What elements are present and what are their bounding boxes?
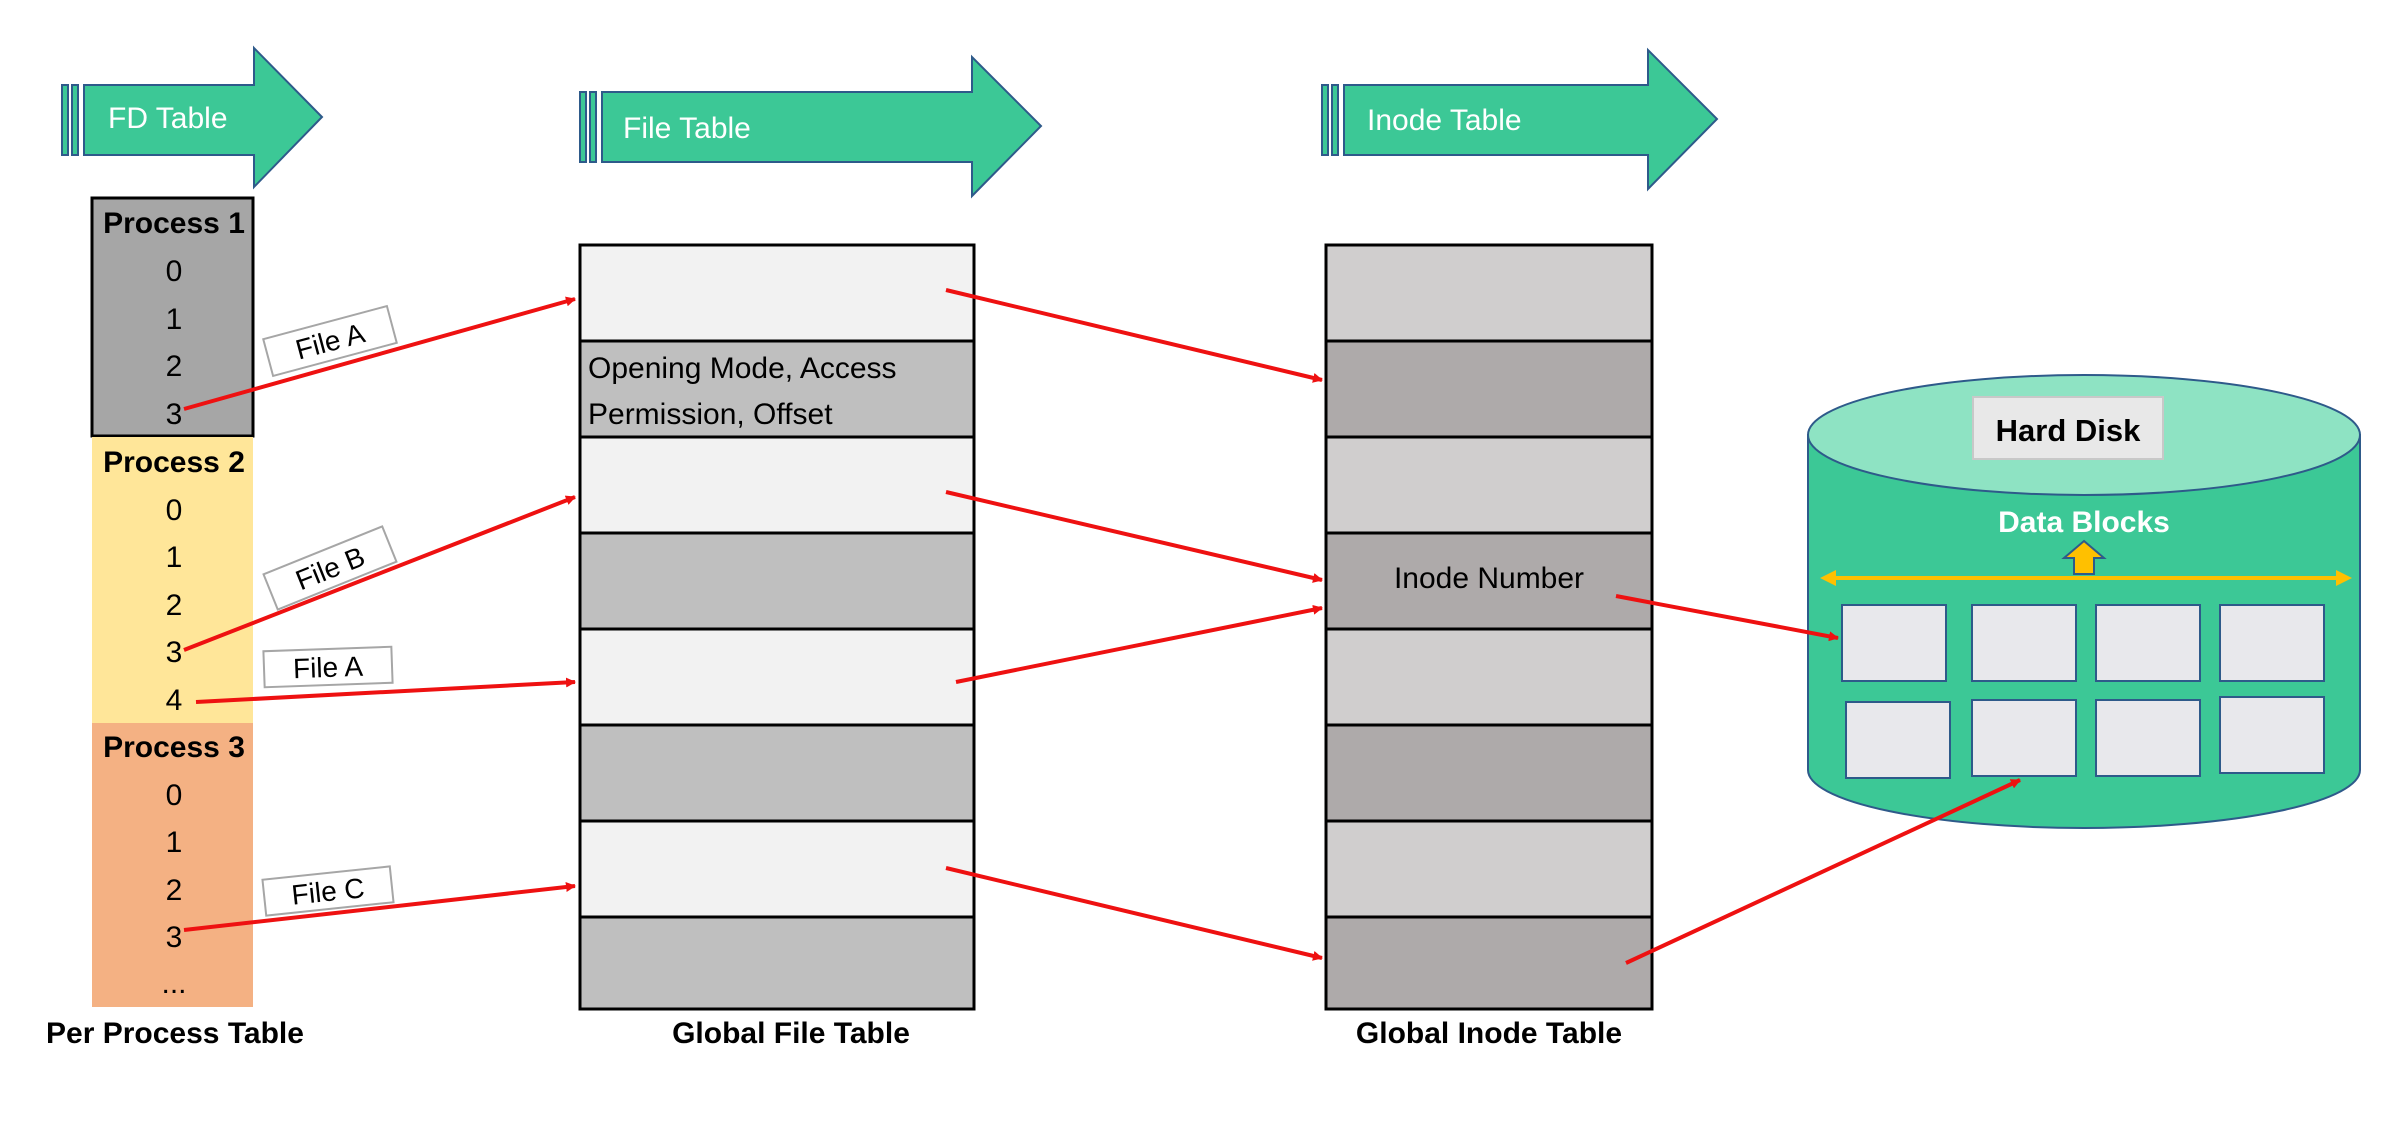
inode-table-entry: [1324, 339, 1654, 439]
data-block: [2219, 696, 2325, 774]
arrow-file-to-inode-4: [945, 866, 1323, 961]
process-2-fd-4: 4: [166, 684, 183, 717]
process-3-fd-3: 3: [166, 921, 183, 954]
process-1-fd-1: 1: [166, 303, 183, 336]
inode-table-entry: [1324, 435, 1654, 535]
file-table-entry: [578, 531, 976, 631]
process-2-fd-3: 3: [166, 636, 183, 669]
process-1-title: Process 1: [103, 207, 245, 240]
arrow-inode-to-data-block-2: [1625, 778, 2021, 965]
fd-table-banner-label: FD Table: [108, 102, 228, 135]
process-3-fd-0: 0: [166, 779, 183, 812]
file-table-entry: [578, 915, 976, 1011]
inode-table-entry: [1324, 819, 1654, 919]
arrow-p1-fd3-to-file-entry: [183, 296, 576, 411]
process-3-fd-more: ...: [161, 967, 186, 1000]
process-2-block: Process 2 0 1 2 3 4: [92, 437, 253, 723]
arrow-p3-fd3-to-file-entry: [183, 882, 576, 932]
data-block: [1845, 701, 1951, 779]
process-3-fd-1: 1: [166, 826, 183, 859]
process-2-fd-0: 0: [166, 494, 183, 527]
file-label-c: File C: [261, 865, 395, 917]
process-1-block: Process 1 0 1 2 3: [90, 196, 255, 438]
inode-table-entry: [1324, 915, 1654, 1011]
inode-number-label: Inode Number: [1394, 562, 1584, 595]
process-2-title: Process 2: [103, 446, 245, 479]
process-1-fd-3: 3: [166, 398, 183, 431]
arrow-p2-fd4-to-file-entry: [195, 677, 576, 704]
file-table-entry: [578, 339, 976, 439]
data-block: [1971, 699, 2077, 777]
arrow-file-to-inode-2: [945, 490, 1323, 583]
global-file-table: Opening Mode, Access Permission, Offset …: [578, 243, 976, 1050]
process-2-fd-1: 1: [166, 541, 183, 574]
inode-table-banner: Inode Table: [1321, 47, 1719, 192]
process-1-fd-0: 0: [166, 255, 183, 288]
process-3-title: Process 3: [103, 731, 245, 764]
data-block: [2095, 604, 2201, 682]
up-arrow-icon: [2061, 539, 2107, 575]
inode-table-banner-label: Inode Table: [1367, 104, 1522, 137]
process-3-block: Process 3 0 1 2 3 ...: [92, 723, 253, 1007]
file-label-a-2-text: File A: [292, 651, 363, 684]
hard-disk-label-box: [1972, 396, 2164, 460]
data-block: [1971, 604, 2077, 682]
arrow-inode-to-data-block: [1615, 594, 1839, 642]
process-1-fd-2: 2: [166, 350, 183, 383]
file-table-entry: [578, 819, 976, 919]
pointer-arrows: [183, 288, 2021, 965]
inode-table-entry: [1324, 627, 1654, 727]
data-block: [2219, 604, 2325, 682]
data-blocks-label: Data Blocks: [1998, 506, 2170, 539]
file-label-a-2: File A: [262, 645, 394, 689]
inode-table-entry: [1324, 723, 1654, 823]
inode-table-entry: [1324, 531, 1654, 631]
global-file-table-caption: Global File Table: [672, 1017, 910, 1050]
file-table-banner: File Table: [579, 54, 1043, 199]
global-inode-table-caption: Global Inode Table: [1356, 1017, 1622, 1050]
arrow-file-to-inode-3: [955, 604, 1323, 684]
file-table-banner-label: File Table: [623, 112, 751, 145]
fd-table-banner: FD Table: [61, 45, 324, 190]
global-inode-table: Inode Number Global Inode Table: [1324, 243, 1654, 1050]
file-label-a-1: File A: [262, 304, 398, 378]
per-process-table-caption: Per Process Table: [46, 1017, 304, 1050]
hard-disk-label: Hard Disk: [1996, 413, 2141, 448]
data-block: [2095, 699, 2201, 777]
inode-table-entry: [1324, 243, 1654, 343]
data-block: [1841, 604, 1947, 682]
file-table-entry: [578, 627, 976, 727]
file-label-b: File B: [262, 525, 398, 611]
per-process-table: Process 1 0 1 2 3 Process 2 0 1 2 3 4 Pr…: [46, 196, 304, 1050]
file-table-entry-text-line2: Permission, Offset: [588, 398, 833, 431]
arrow-p2-fd3-to-file-entry: [183, 495, 576, 652]
file-table-entry: [578, 723, 976, 823]
file-table-entry: [578, 243, 976, 343]
process-2-fd-2: 2: [166, 589, 183, 622]
data-blocks-span-arrow: [1820, 570, 2352, 586]
hard-disk-cylinder: Hard Disk Data Blocks: [1807, 374, 2361, 829]
file-table-entry-text-line1: Opening Mode, Access: [588, 352, 897, 385]
file-table-entry: [578, 435, 976, 535]
arrow-file-to-inode-1: [945, 288, 1323, 383]
process-3-fd-2: 2: [166, 874, 183, 907]
file-label-c-text: File C: [290, 872, 366, 910]
